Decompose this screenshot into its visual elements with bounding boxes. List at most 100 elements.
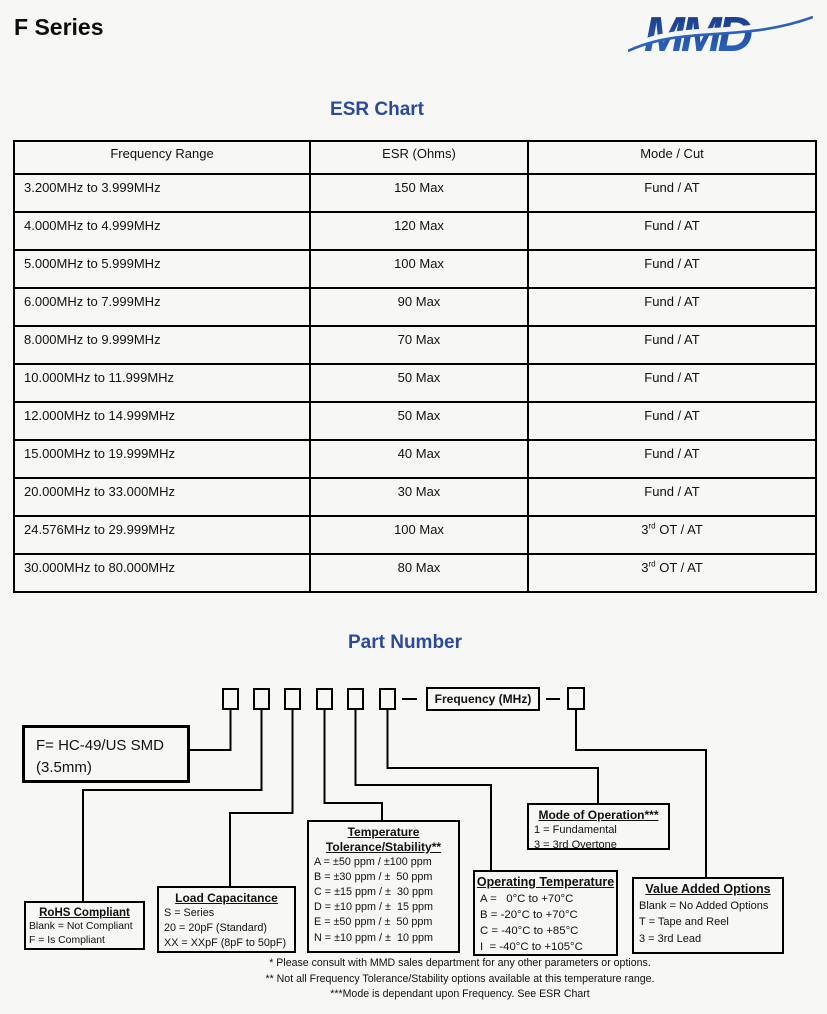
esr-table-header-row: Frequency Range ESR (Ohms) Mode / Cut xyxy=(13,140,817,175)
operating-temperature-option-line: C = -40°C to +85°C xyxy=(480,925,579,937)
temperature-option-line: E = ±50 ppm / ± 50 ppm xyxy=(314,916,433,929)
pn-cell-mode-of-operation xyxy=(379,688,396,710)
temperature-option-line: C = ±15 ppm / ± 30 ppm xyxy=(314,886,433,899)
esr-cell: 150 Max xyxy=(309,173,529,213)
part-number-diagram: Frequency (MHz) F= HC-49/US SMD (3.5mm) … xyxy=(0,660,827,1014)
mode-cut-cell: Fund / AT xyxy=(527,249,817,289)
mmd-logo: MMD xyxy=(628,8,813,62)
rohs-compliant-box: RoHS Compliant Blank = Not Compliant F = … xyxy=(24,901,145,950)
mode-cut-cell: Fund / AT xyxy=(527,173,817,213)
esr-cell: 120 Max xyxy=(309,211,529,251)
mode-of-operation-title: Mode of Operation*** xyxy=(538,808,659,822)
freq-range-cell: 5.000MHz to 5.999MHz xyxy=(13,249,311,289)
mode-cut-cell: 3rd OT / AT xyxy=(527,515,817,555)
esr-cell: 40 Max xyxy=(309,439,529,479)
esr-cell: 30 Max xyxy=(309,477,529,517)
rohs-option-line: F = Is Compliant xyxy=(29,935,105,947)
value-added-lines: Blank = No Added Options T = Tape and Ree… xyxy=(634,898,782,948)
operating-temperature-title: Operating Temperature xyxy=(476,875,615,889)
load-capacitance-title: Load Capacitance xyxy=(175,891,278,905)
connector-operating-temperature xyxy=(354,709,492,871)
footnote-3: ***Mode is dependant upon Frequency. See… xyxy=(330,988,590,1000)
col-header-mode-cut: Mode / Cut xyxy=(527,140,817,175)
esr-cell: 100 Max xyxy=(309,515,529,555)
pn-cell-load-capacitance xyxy=(284,688,301,710)
esr-cell: 70 Max xyxy=(309,325,529,365)
series-line-1: F= HC-49/US SMD xyxy=(36,737,164,754)
pn-cell-series xyxy=(222,688,239,710)
mode-of-operation-lines: 1 = Fundamental 3 = 3rd Overtone xyxy=(529,823,668,853)
esr-cell: 90 Max xyxy=(309,287,529,327)
mode-option-line: 1 = Fundamental xyxy=(534,824,617,836)
esr-chart-heading: ESR Chart xyxy=(330,99,424,120)
frequency-box: Frequency (MHz) xyxy=(426,687,540,711)
pn-cell-value-added xyxy=(567,687,585,710)
col-header-esr-ohms: ESR (Ohms) xyxy=(309,140,529,175)
temperature-tolerance-box: Temperature Tolerance/Stability** A = ±5… xyxy=(307,820,460,953)
esr-cell: 80 Max xyxy=(309,553,529,593)
operating-temperature-option-line: I = -40°C to +105°C xyxy=(480,941,583,954)
mode-cut-cell: Fund / AT xyxy=(527,287,817,327)
esr-table: Frequency Range ESR (Ohms) Mode / Cut 3.… xyxy=(13,140,817,593)
esr-cell: 100 Max xyxy=(309,249,529,289)
value-added-option-line: 3 = 3rd Lead xyxy=(639,932,702,945)
part-number-heading: Part Number xyxy=(347,632,463,653)
value-added-option-line: Blank = No Added Options xyxy=(639,899,769,912)
connector-load-capacitance xyxy=(229,709,294,886)
logo-swoosh-cut xyxy=(628,11,813,51)
col-header-frequency-range: Frequency Range xyxy=(13,140,311,175)
pn-cell-temperature-tolerance xyxy=(316,688,333,710)
freq-range-cell: 3.200MHz to 3.999MHz xyxy=(13,173,311,213)
temperature-option-line: D = ±10 ppm / ± 15 ppm xyxy=(314,901,433,914)
freq-range-cell: 6.000MHz to 7.999MHz xyxy=(13,287,311,327)
mode-cut-cell: Fund / AT xyxy=(527,439,817,479)
freq-range-cell: 24.576MHz to 29.999MHz xyxy=(13,515,311,555)
value-added-option-line: T = Tape and Reel xyxy=(639,916,729,929)
pn-dash-left xyxy=(402,698,417,700)
freq-range-cell: 12.000MHz to 14.999MHz xyxy=(13,401,311,441)
pn-cell-rohs xyxy=(253,688,270,710)
value-added-options-box: Value Added Options Blank = No Added Opt… xyxy=(632,877,784,954)
mode-option-line: 3 = 3rd Overtone xyxy=(534,839,617,852)
connector-temperature-tolerance xyxy=(323,709,383,820)
mode-cut-cell: Fund / AT xyxy=(527,211,817,251)
temperature-title-line-2: Tolerance/Stability** xyxy=(325,840,442,854)
mode-cut-cell: 3rd OT / AT xyxy=(527,553,817,593)
mode-cut-cell: Fund / AT xyxy=(527,325,817,365)
pn-dash-right xyxy=(546,698,560,700)
connector-mode-of-operation xyxy=(386,709,599,803)
pn-cell-operating-temperature xyxy=(347,688,364,710)
value-added-title: Value Added Options xyxy=(645,882,771,896)
series-line-2: (3.5mm) xyxy=(36,758,92,776)
temperature-option-line: A = ±50 ppm / ±100 ppm xyxy=(314,856,432,868)
load-capacitance-option-line: 20 = 20pF (Standard) xyxy=(164,921,267,934)
temperature-option-line: B = ±30 ppm / ± 50 ppm xyxy=(314,871,433,884)
freq-range-cell: 8.000MHz to 9.999MHz xyxy=(13,325,311,365)
connector-rohs xyxy=(82,709,263,901)
temperature-option-line: N = ±10 ppm / ± 10 ppm xyxy=(314,931,433,944)
mode-of-operation-box: Mode of Operation*** 1 = Fundamental 3 = … xyxy=(527,803,670,853)
operating-temperature-option-line: A = 0°C to +70°C xyxy=(480,892,574,905)
footnotes: * Please consult with MMD sales departme… xyxy=(90,956,827,1003)
footnote-2: ** Not all Frequency Tolerance/Stability… xyxy=(265,972,655,985)
rohs-title: RoHS Compliant xyxy=(39,907,130,919)
rohs-option-line: Blank = Not Compliant xyxy=(29,921,133,933)
footnote-1: * Please consult with MMD sales departme… xyxy=(269,957,651,969)
freq-range-cell: 10.000MHz to 11.999MHz xyxy=(13,363,311,403)
freq-range-cell: 30.000MHz to 80.000MHz xyxy=(13,553,311,593)
load-capacitance-option-line: S = Series xyxy=(164,907,215,919)
mode-cut-cell: Fund / AT xyxy=(527,401,817,441)
